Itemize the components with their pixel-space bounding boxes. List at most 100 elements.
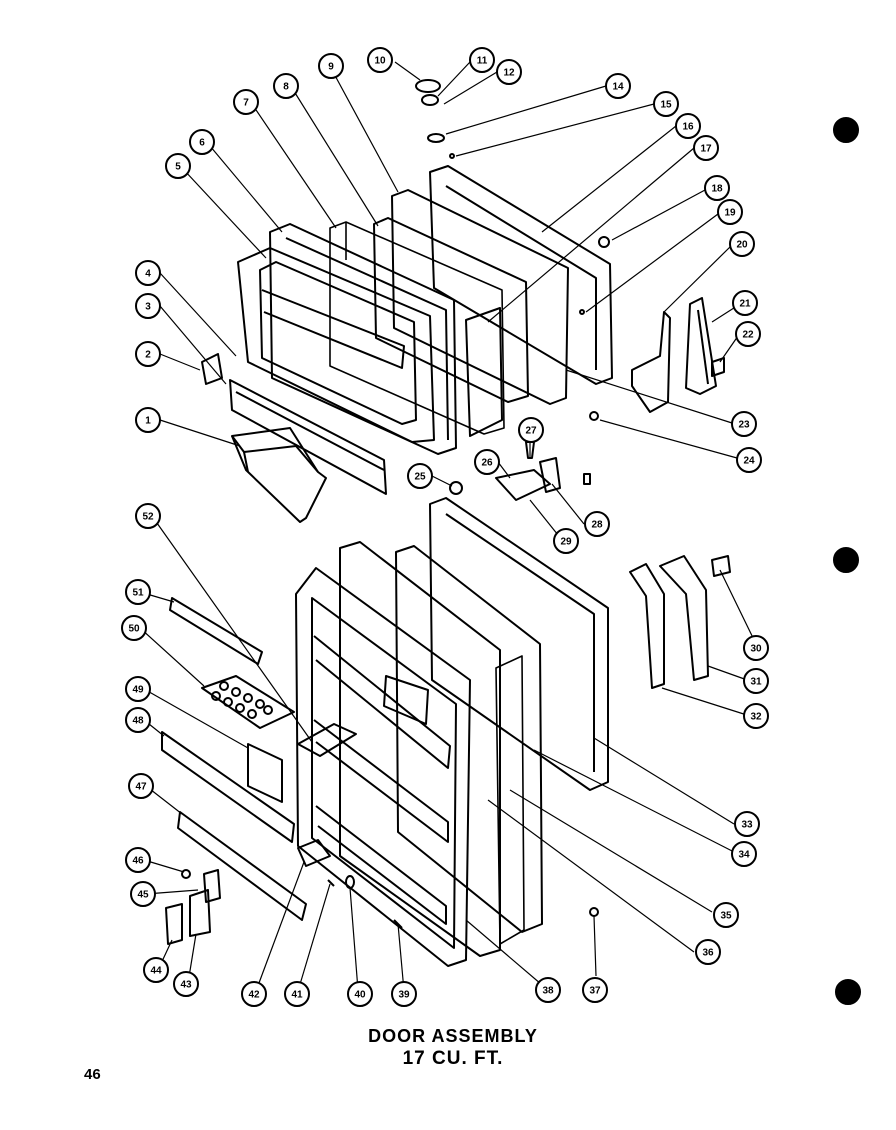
callout-circle bbox=[143, 957, 169, 983]
trim-32 bbox=[629, 563, 665, 689]
callout-40: 40 bbox=[347, 981, 373, 1007]
plug-40 bbox=[345, 875, 355, 889]
callout-37: 37 bbox=[582, 977, 608, 1003]
callout-circle bbox=[135, 407, 161, 433]
callout-39: 39 bbox=[391, 981, 417, 1007]
callout-label: 32 bbox=[750, 712, 762, 723]
callout-label: 25 bbox=[414, 472, 426, 483]
callout-label: 29 bbox=[560, 537, 572, 548]
fresh-food-liner-frame bbox=[339, 541, 501, 957]
callout-46: 46 bbox=[125, 847, 151, 873]
freezer-door-bin bbox=[231, 427, 327, 523]
callout-label: 22 bbox=[742, 330, 754, 341]
callout-43: 43 bbox=[173, 971, 199, 997]
callout-circle bbox=[734, 811, 760, 837]
callout-label: 34 bbox=[738, 850, 750, 861]
callout-circle bbox=[130, 881, 156, 907]
callout-circle bbox=[135, 260, 161, 286]
callout-51: 51 bbox=[125, 579, 151, 605]
callout-label: 27 bbox=[525, 426, 537, 437]
freezer-trim-20 bbox=[631, 311, 671, 413]
callout-4: 4 bbox=[135, 260, 161, 286]
callout-circle bbox=[391, 981, 417, 1007]
fresh-food-outer-panel bbox=[395, 545, 543, 933]
callout-28: 28 bbox=[584, 511, 610, 537]
callout-label: 35 bbox=[720, 911, 732, 922]
callout-circle bbox=[128, 773, 154, 799]
callout-label: 1 bbox=[145, 416, 151, 427]
callout-circle bbox=[367, 47, 393, 73]
callout-8: 8 bbox=[273, 73, 299, 99]
shelf-bar-47 bbox=[177, 811, 307, 921]
callout-42: 42 bbox=[241, 981, 267, 1007]
callout-label: 18 bbox=[711, 184, 723, 195]
callout-35: 35 bbox=[713, 902, 739, 928]
callout-circle bbox=[173, 971, 199, 997]
callout-23: 23 bbox=[731, 411, 757, 437]
callout-circle bbox=[713, 902, 739, 928]
callout-2: 2 bbox=[135, 341, 161, 367]
callout-circle bbox=[731, 411, 757, 437]
callout-45: 45 bbox=[130, 881, 156, 907]
callout-10: 10 bbox=[367, 47, 393, 73]
callout-label: 8 bbox=[283, 82, 289, 93]
callout-50: 50 bbox=[121, 615, 147, 641]
callout-label: 37 bbox=[589, 986, 601, 997]
callout-label: 9 bbox=[328, 62, 334, 73]
callout-circle bbox=[273, 73, 299, 99]
callout-circle bbox=[125, 847, 151, 873]
callout-29: 29 bbox=[553, 528, 579, 554]
callout-circle bbox=[474, 449, 500, 475]
callout-26: 26 bbox=[474, 449, 500, 475]
page-number: 46 bbox=[84, 1066, 101, 1083]
callout-circle bbox=[241, 981, 267, 1007]
freezer-insulation bbox=[329, 221, 505, 435]
callout-circle bbox=[407, 463, 433, 489]
screw-37 bbox=[589, 907, 599, 917]
callout-circle bbox=[695, 939, 721, 965]
trim-30 bbox=[711, 555, 731, 577]
callout-circle bbox=[743, 668, 769, 694]
callout-circle bbox=[743, 703, 769, 729]
callout-30: 30 bbox=[743, 635, 769, 661]
callout-18: 18 bbox=[704, 175, 730, 201]
callout-label: 43 bbox=[180, 980, 192, 991]
freezer-trim-21 bbox=[685, 297, 717, 395]
callout-circle bbox=[469, 47, 495, 73]
callout-label: 40 bbox=[354, 990, 366, 1001]
callout-circle bbox=[732, 290, 758, 316]
callout-circle bbox=[584, 511, 610, 537]
freezer-shelf-bar bbox=[229, 379, 387, 495]
callout-5: 5 bbox=[165, 153, 191, 179]
punch-hole-middle bbox=[833, 547, 859, 573]
callout-label: 52 bbox=[142, 512, 154, 523]
bottom-hinge bbox=[165, 869, 221, 945]
callout-circle bbox=[731, 841, 757, 867]
callout-label: 12 bbox=[503, 68, 515, 79]
callout-38: 38 bbox=[535, 977, 561, 1003]
freezer-outer-panel bbox=[429, 165, 613, 385]
callout-circle bbox=[605, 73, 631, 99]
freezer-clip bbox=[201, 353, 223, 385]
fresh-food-door-liner bbox=[295, 567, 471, 967]
callout-9: 9 bbox=[318, 53, 344, 79]
dairy-bar-51 bbox=[169, 597, 263, 665]
callout-circle bbox=[704, 175, 730, 201]
callout-label: 36 bbox=[702, 948, 714, 959]
callout-label: 23 bbox=[738, 420, 750, 431]
clip-41 bbox=[327, 879, 335, 887]
callout-circle bbox=[284, 981, 310, 1007]
door-shelf-52 bbox=[297, 723, 357, 757]
callout-32: 32 bbox=[743, 703, 769, 729]
callout-label: 33 bbox=[741, 820, 753, 831]
callout-label: 42 bbox=[248, 990, 260, 1001]
callout-label: 39 bbox=[398, 990, 410, 1001]
callout-48: 48 bbox=[125, 707, 151, 733]
callout-circle bbox=[135, 341, 161, 367]
callout-41: 41 bbox=[284, 981, 310, 1007]
callout-circle bbox=[189, 129, 215, 155]
callout-circle bbox=[125, 707, 151, 733]
callout-label: 44 bbox=[150, 966, 162, 977]
callout-7: 7 bbox=[233, 89, 259, 115]
